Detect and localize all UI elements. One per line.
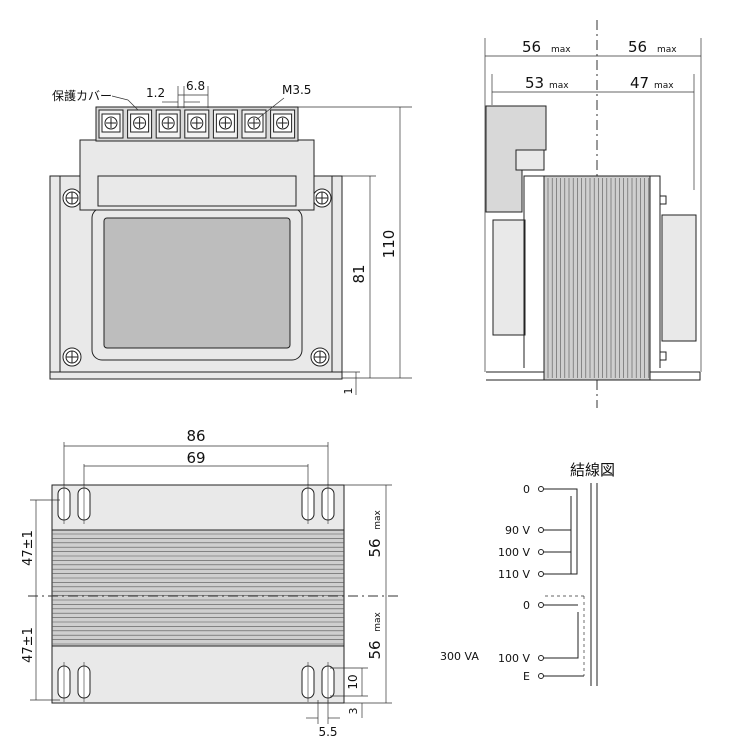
bottom-view: 86 69 47±1 47±1 56 max 56 max 10 3 bbox=[21, 427, 400, 739]
terminal-pitch-dimension: 6.8 bbox=[186, 79, 205, 93]
mounting-screw-icon bbox=[62, 188, 82, 208]
terminal-screw-icon bbox=[155, 109, 181, 139]
mounting-screw-icon bbox=[312, 188, 332, 208]
side-view: 56 max 56 max 53 max 47 max bbox=[484, 20, 702, 408]
coil-window bbox=[103, 217, 291, 349]
terminal-icon bbox=[538, 549, 544, 555]
depth-right-inner-dimension: 47 bbox=[630, 74, 649, 92]
svg-text:max: max bbox=[654, 81, 674, 91]
secondary-terminal-label: E bbox=[523, 670, 530, 683]
depth-right-outer-dimension: 56 bbox=[628, 38, 647, 56]
primary-terminal-label: 0 bbox=[523, 483, 530, 496]
depth-upper-dimension: 56 bbox=[366, 538, 384, 557]
wiring-diagram-title: 結線図 bbox=[570, 461, 615, 479]
terminal-icon bbox=[538, 673, 544, 679]
terminal-screw-icon bbox=[212, 109, 238, 139]
terminal-icon bbox=[538, 527, 544, 533]
secondary-winding bbox=[543, 612, 579, 659]
offset-lower-dimension: 47±1 bbox=[21, 627, 36, 663]
height-core-dimension: 81 bbox=[350, 264, 368, 283]
width-inner-dimension: 69 bbox=[186, 449, 205, 467]
coil-side-right bbox=[661, 214, 697, 342]
front-view: 保護カバー 1.2 6.8 M3.5 110 81 1 bbox=[49, 79, 412, 395]
slot-width-dimension: 5.5 bbox=[318, 725, 337, 739]
depth-lower-dimension: 56 bbox=[366, 640, 384, 659]
svg-text:max: max bbox=[657, 45, 677, 55]
laminated-core bbox=[543, 175, 651, 381]
depth-left-inner-dimension: 53 bbox=[525, 74, 544, 92]
wiring-diagram: 結線図 0 90 V 100 V 110 V 0 100 V E 300 VA bbox=[440, 461, 615, 686]
primary-terminal-label: 90 V bbox=[505, 524, 530, 537]
cover-label: 保護カバー bbox=[52, 88, 112, 103]
edge-offset-dimension: 3 bbox=[347, 708, 360, 715]
secondary-terminal-label: 0 bbox=[523, 599, 530, 612]
secondary-terminal-label: 100 V bbox=[498, 652, 530, 665]
svg-text:max: max bbox=[549, 81, 569, 91]
width-outer-dimension: 86 bbox=[186, 427, 205, 445]
terminal-icon bbox=[538, 571, 544, 577]
terminal-gap-dimension: 1.2 bbox=[146, 86, 165, 100]
terminal-row bbox=[98, 109, 296, 139]
base-offset-dimension: 1 bbox=[342, 388, 355, 395]
terminal-screw-icon bbox=[98, 109, 124, 139]
terminal-icon bbox=[538, 486, 544, 492]
terminal-icon bbox=[538, 602, 544, 608]
terminal-screw-icon bbox=[184, 109, 210, 139]
terminal-screw-icon bbox=[241, 109, 267, 139]
mounting-screw-icon bbox=[310, 347, 330, 367]
svg-text:max: max bbox=[551, 45, 571, 55]
svg-text:max: max bbox=[373, 510, 383, 530]
primary-terminal-label: 110 V bbox=[498, 568, 530, 581]
primary-terminal-label: 100 V bbox=[498, 546, 530, 559]
screw-size-label: M3.5 bbox=[282, 83, 311, 97]
mounting-screw-icon bbox=[62, 347, 82, 367]
rating-label: 300 VA bbox=[440, 650, 479, 663]
slot-height-dimension: 10 bbox=[346, 674, 360, 689]
depth-left-outer-dimension: 56 bbox=[522, 38, 541, 56]
terminal-screw-icon bbox=[270, 109, 296, 139]
primary-winding bbox=[543, 488, 578, 575]
svg-text:max: max bbox=[373, 612, 383, 632]
height-total-dimension: 110 bbox=[380, 230, 398, 259]
terminal-icon bbox=[538, 655, 544, 661]
coil-side-left bbox=[492, 219, 526, 336]
offset-upper-dimension: 47±1 bbox=[21, 530, 36, 566]
terminal-screw-icon bbox=[127, 109, 153, 139]
